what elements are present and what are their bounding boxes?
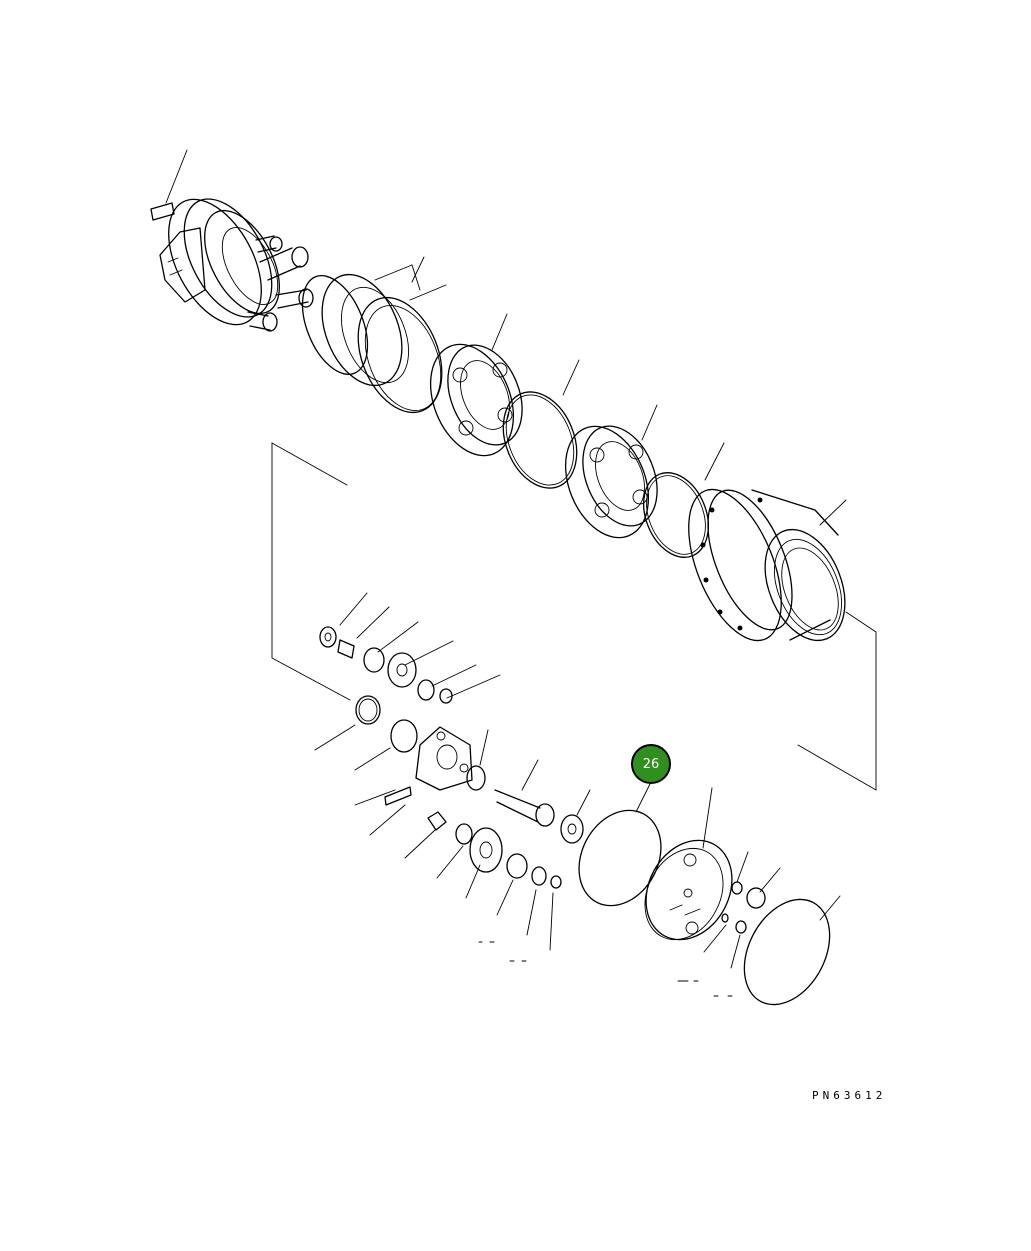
grouping-brackets	[271, 442, 877, 791]
ball-bearing-2	[564, 404, 658, 539]
large-o-ring	[743, 895, 841, 1006]
end-cover	[644, 787, 733, 941]
planetary-parts	[314, 592, 591, 951]
floating-seal	[301, 256, 447, 414]
o-ring-26	[578, 783, 662, 907]
ball-bearing-1	[429, 313, 523, 457]
drawing-code: PN63612	[812, 1089, 887, 1102]
snap-ring-1	[502, 359, 580, 489]
blank-callout-marks	[478, 941, 733, 997]
hub-housing	[688, 488, 847, 642]
part-callout-26[interactable]: 26	[631, 744, 671, 784]
plugs	[703, 851, 781, 969]
motor-housing	[150, 149, 314, 332]
